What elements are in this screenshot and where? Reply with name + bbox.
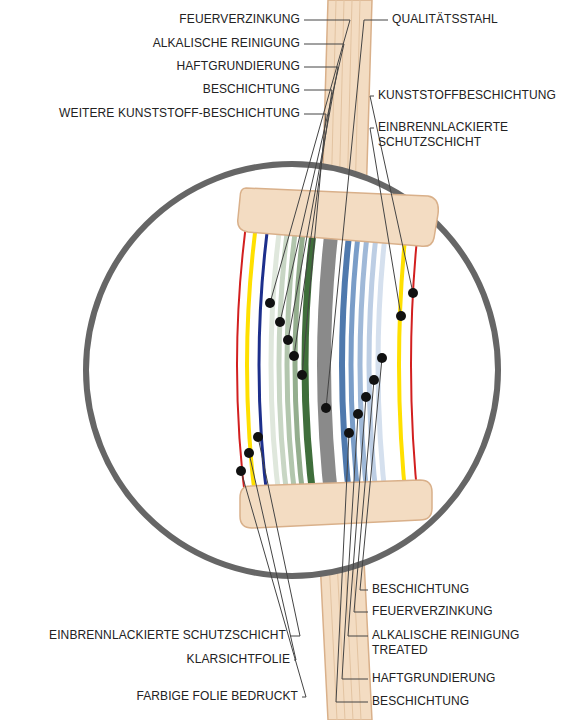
layer-label: ALKALISCHE REINIGUNG TREATED [372,628,522,658]
layer-label: EINBRENNLACKIERTE SCHUTZSCHICHT [49,628,286,643]
layer-label: WEITERE KUNSTSTOFF-BESCHICHTUNG [59,106,300,121]
layer-label: ALKALISCHE REINIGUNG [153,36,300,51]
layer-stripes [237,210,420,520]
layer-label: FEUERVERZINKUNG [179,12,300,27]
layer-label: BESCHICHTUNG [372,694,469,709]
layer-label: FARBIGE FOLIE BEDRUCKT [136,689,298,704]
layer-label: QUALITÄTSSTAHL [392,12,498,27]
layer-label: FEUERVERZINKUNG [372,604,493,619]
layer-label: EINBRENNLACKIERTE SCHUTZSCHICHT [378,120,528,150]
layer-label: HAFTGRUNDIERUNG [372,671,496,686]
layer-label: BESCHICHTUNG [372,582,469,597]
layer-label: BESCHICHTUNG [203,82,300,97]
layer-label: KUNSTSTOFFBESCHICHTUNG [378,88,556,103]
layer-label: KLARSICHTFOLIE [187,652,290,667]
leader-dots [236,288,418,476]
layer-label: HAFTGRUNDIERUNG [177,59,301,74]
clamp [238,188,439,246]
